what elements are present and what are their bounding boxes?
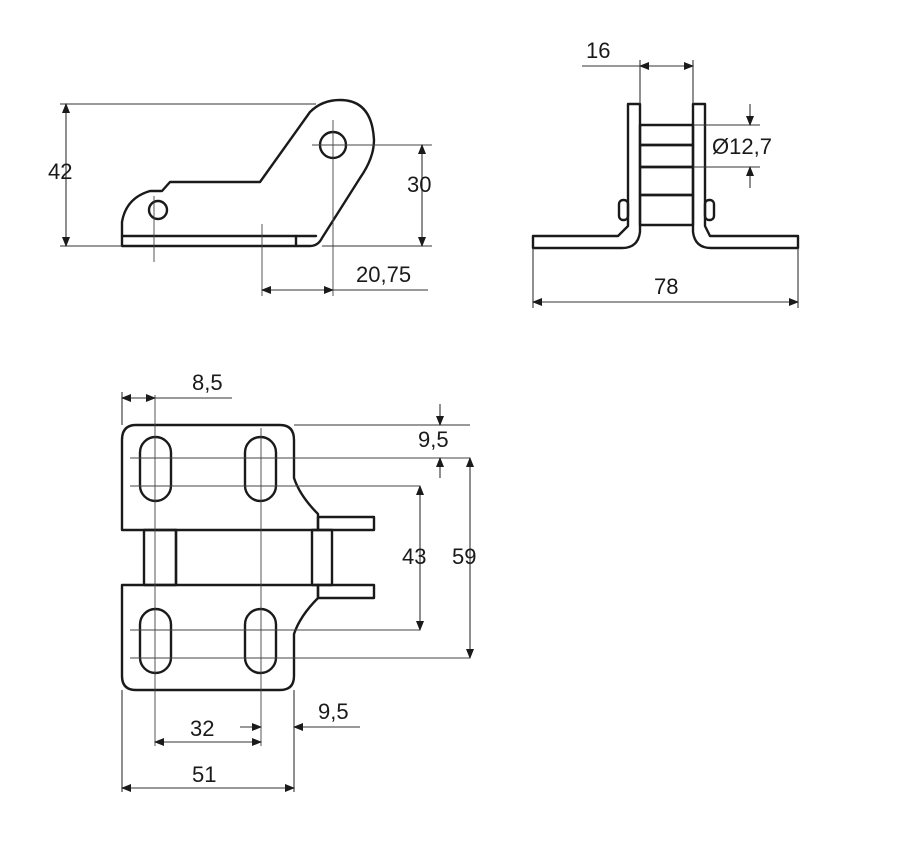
plan-view-lower-lug: [316, 583, 376, 600]
plan-view-slot-lower-left: [138, 607, 173, 675]
plan-view-slot-upper-right: [243, 435, 278, 503]
side-view: 42 30 20,75: [48, 98, 432, 296]
dim-43-label: 43: [402, 544, 426, 569]
end-view-roller-low: [638, 165, 695, 197]
dim-2075-label: 20,75: [356, 262, 411, 287]
end-view-right-plate: [691, 102, 800, 250]
dim-95-bottom-label: 9,5: [318, 699, 349, 724]
end-view-roller-top: [638, 123, 695, 147]
dim-59-label: 59: [452, 544, 476, 569]
plan-view: 8,5 9,5 43 59 32 9,5 51: [120, 370, 476, 792]
plan-view-upper-plate: [120, 423, 320, 532]
end-view-roller-mid: [638, 143, 695, 169]
plan-view-roller-right: [310, 528, 334, 587]
dim-30-label: 30: [407, 172, 431, 197]
dim-32-label: 32: [190, 716, 214, 741]
end-view-left-plate: [531, 102, 642, 250]
plan-view-roller-left: [142, 528, 178, 587]
end-view-pin-left: [617, 198, 630, 222]
dim-dia-label: Ø12,7: [712, 134, 772, 159]
dim-95-top-label: 9,5: [418, 427, 449, 452]
plan-view-slot-lower-right: [243, 607, 278, 675]
plan-view-upper-lug: [316, 515, 376, 532]
dim-16-label: 16: [586, 38, 610, 63]
end-view: 16 Ø12,7 78: [531, 38, 800, 308]
plan-view-slot-upper-left: [138, 435, 173, 503]
plan-view-lower-plate: [120, 583, 320, 692]
dim-42-label: 42: [48, 159, 72, 184]
end-view-pin-right: [703, 198, 716, 222]
end-view-roller-base: [638, 193, 695, 227]
dim-51-label: 51: [192, 762, 216, 787]
side-view-small-hole: [147, 199, 169, 221]
dim-85-label: 8,5: [192, 370, 223, 395]
side-view-bracket-outline: [120, 98, 376, 248]
dim-78-label: 78: [654, 274, 678, 299]
